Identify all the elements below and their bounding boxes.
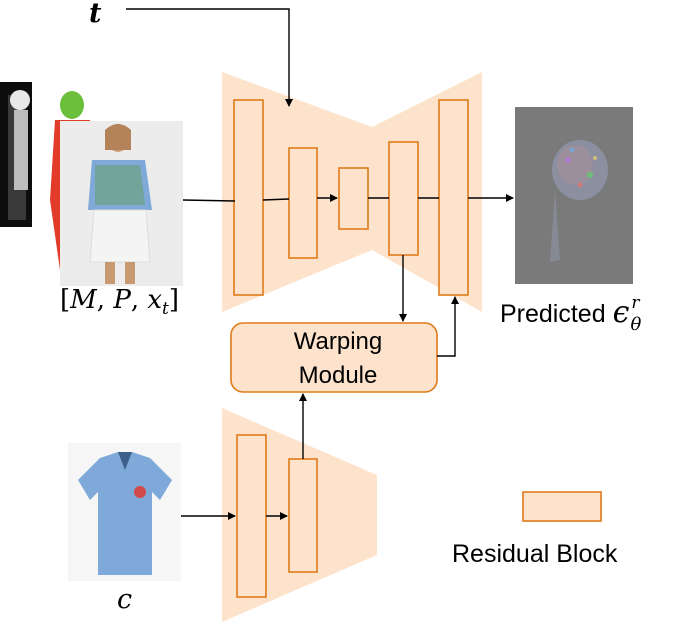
timestep-arrow: [126, 8, 293, 107]
garment-label: c: [117, 584, 132, 615]
legend-residual-block-label: Residual Block: [452, 540, 618, 568]
warping-to-unet-arrow: [437, 296, 459, 357]
legend-residual-block-swatch: [522, 491, 602, 522]
unet-res-block-5: [438, 99, 469, 296]
input-image-stack: [0, 82, 183, 286]
warping-module-line1: Warping: [294, 328, 382, 355]
garment-res-block-2: [288, 458, 318, 573]
unet-res-block-2: [288, 147, 318, 259]
unet-res-block-1: [233, 99, 264, 296]
flow-b1-b2: [262, 198, 290, 201]
unet-res-block-4: [388, 141, 419, 256]
input-label: [M, P, xt]: [60, 285, 179, 319]
garment-image: [68, 443, 181, 581]
warping-module-line2: Module: [299, 362, 378, 389]
garment-res-block-1: [236, 434, 267, 598]
predicted-noise-image: [515, 107, 633, 284]
input-to-unet-arrow: [182, 199, 236, 202]
unet-res-block-3: [338, 167, 369, 230]
timestep-label: t: [89, 0, 102, 29]
warping-module-box: [230, 322, 438, 393]
